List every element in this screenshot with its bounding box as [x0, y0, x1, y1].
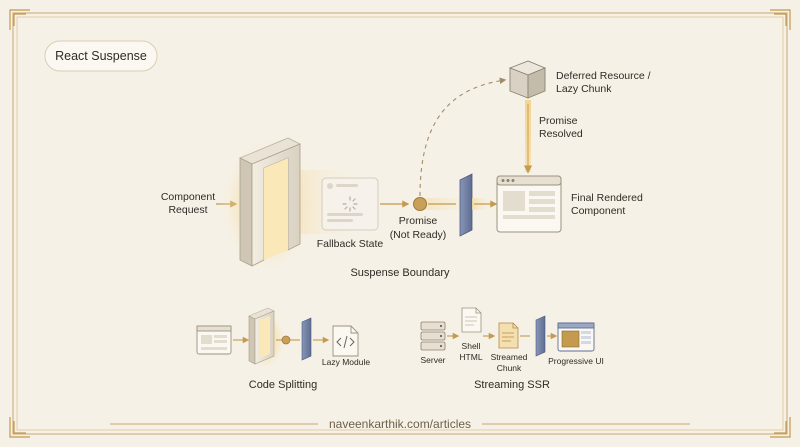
svg-text:Streamed: Streamed: [491, 352, 528, 362]
shell-html-label: Shell HTML: [459, 341, 482, 362]
streamed-chunk-label: Streamed Chunk: [491, 352, 528, 373]
deferred-resource-cube-icon: [508, 60, 547, 99]
promise-not-ready-label: Promise (Not Ready): [390, 215, 447, 241]
svg-text:Component: Component: [571, 205, 625, 217]
svg-text:Component: Component: [161, 191, 215, 203]
title-badge: React Suspense: [44, 40, 158, 72]
code-splitting-window-icon: [196, 325, 232, 355]
svg-text:Chunk: Chunk: [497, 363, 522, 373]
svg-text:Promise: Promise: [539, 115, 578, 127]
shell-html-file-icon: [461, 307, 482, 333]
streaming-ssr-caption: Streaming SSR: [474, 379, 550, 391]
final-rendered-window: [496, 175, 562, 233]
progressive-ui-window-icon: [557, 322, 595, 352]
boundary-panel: [459, 173, 494, 237]
final-rendered-label: Final Rendered Component: [571, 192, 643, 217]
fallback-state-label: Fallback State: [317, 238, 384, 250]
svg-text:(Not Ready): (Not Ready): [390, 229, 447, 241]
loading-spinner-icon: [342, 196, 358, 212]
svg-text:Shell: Shell: [462, 341, 481, 351]
lazy-module-file-icon: [332, 325, 359, 357]
decorative-frame: [9, 9, 791, 438]
svg-text:Request: Request: [168, 204, 207, 216]
badge-title: React Suspense: [55, 49, 147, 63]
progressive-ui-label: Progressive UI: [548, 356, 604, 366]
svg-text:Lazy Chunk: Lazy Chunk: [556, 83, 612, 95]
component-request-label: Component Request: [161, 191, 215, 216]
suspense-boundary-caption: Suspense Boundary: [350, 267, 450, 279]
svg-text:Promise: Promise: [399, 215, 438, 227]
server-label: Server: [420, 355, 445, 365]
code-splitting-doorway-icon: [246, 307, 286, 370]
svg-text:HTML: HTML: [459, 352, 482, 362]
footer: naveenkarthik.com/articles: [110, 417, 690, 431]
footer-url[interactable]: naveenkarthik.com/articles: [329, 417, 471, 431]
server-icon: [420, 321, 446, 351]
suspense-doorway-icon: [220, 137, 358, 273]
svg-text:Final Rendered: Final Rendered: [571, 192, 643, 204]
dashed-arrow-to-resource: [419, 77, 507, 197]
streamed-chunk-file-icon: [498, 322, 519, 349]
deferred-resource-label: Deferred Resource / Lazy Chunk: [556, 70, 651, 95]
cs-promise-node: [281, 335, 291, 345]
ssr-boundary-panel: [535, 315, 546, 357]
fallback-state-card: [321, 177, 379, 231]
promise-resolved-label: Promise Resolved: [539, 115, 583, 140]
svg-text:Resolved: Resolved: [539, 128, 583, 140]
cs-boundary-panel: [301, 317, 312, 361]
code-splitting-caption: Code Splitting: [249, 379, 318, 391]
svg-text:Deferred Resource /: Deferred Resource /: [556, 70, 651, 82]
lazy-module-label: Lazy Module: [322, 357, 370, 367]
